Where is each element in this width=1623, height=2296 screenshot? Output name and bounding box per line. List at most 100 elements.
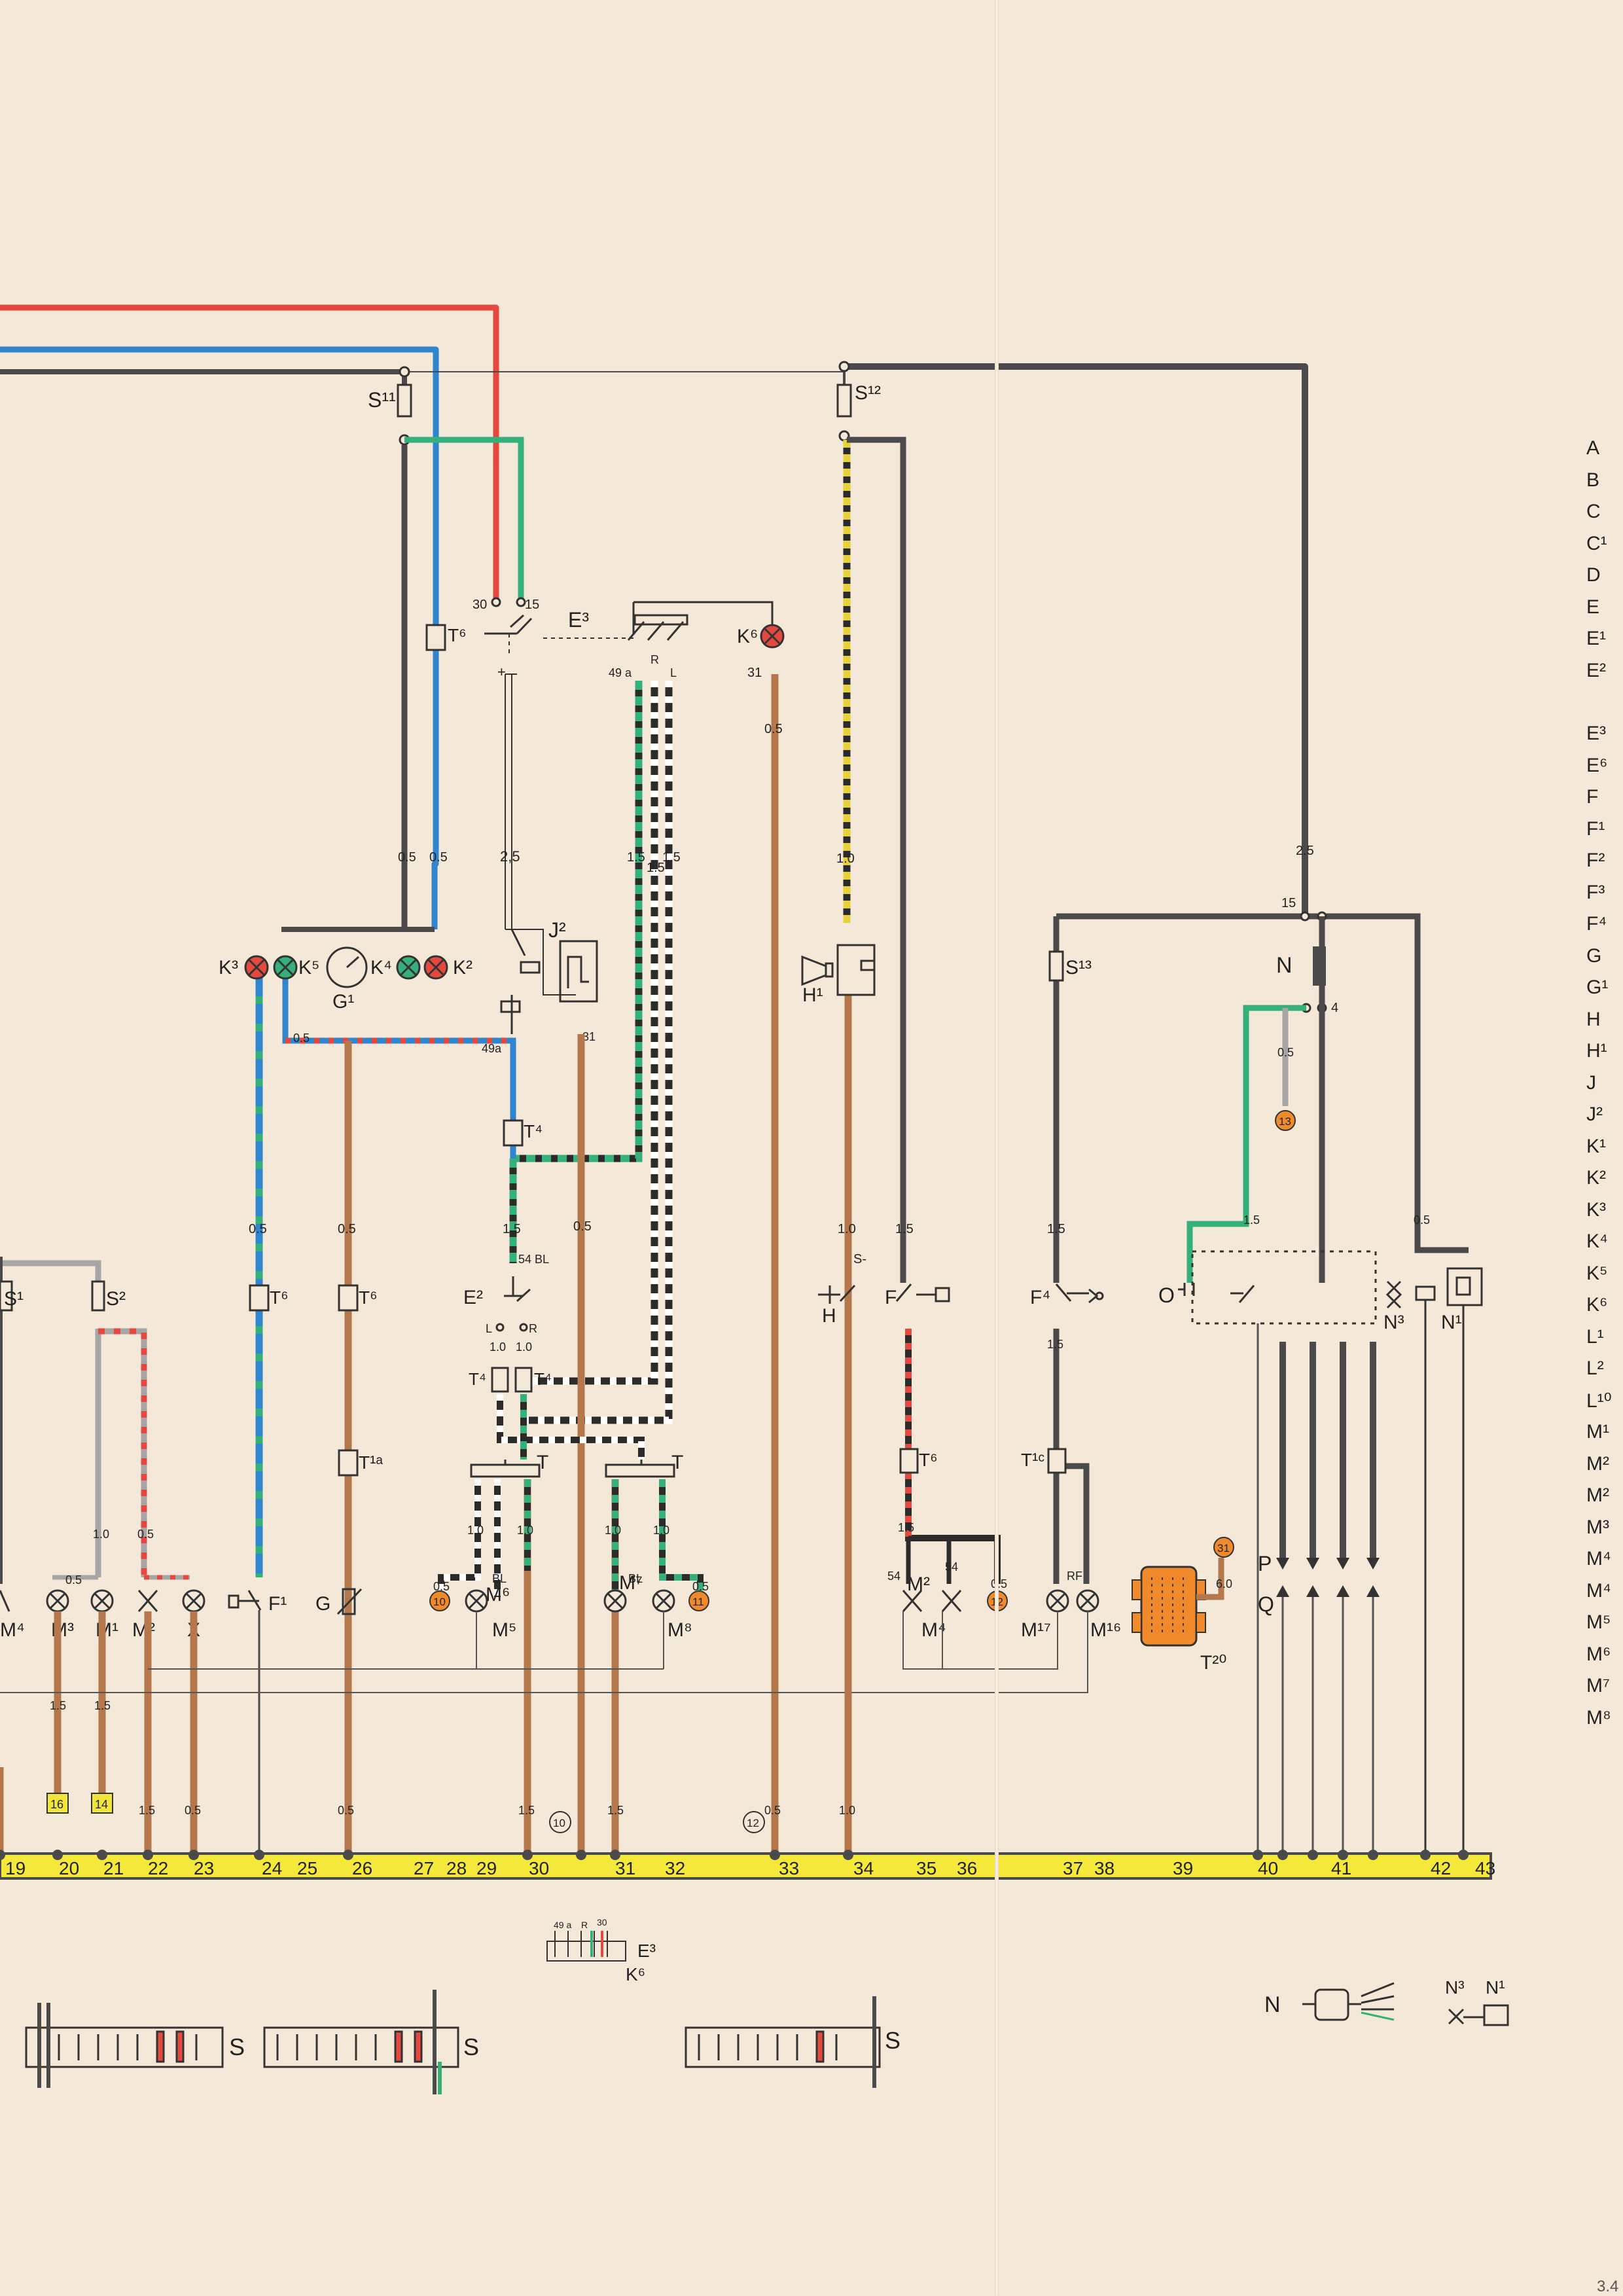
legend-item: M⁴ — [1586, 1548, 1611, 1570]
distributor-t-left — [470, 1460, 541, 1478]
connector-t6-mid: T⁶ T⁶ T¹ᵃ — [249, 1284, 383, 1477]
bulb-m8 — [652, 1589, 675, 1613]
warning-lamp-k6: K⁶ 31 — [737, 624, 785, 680]
spark-gaps — [1276, 1558, 1380, 1597]
svg-text:11: 11 — [692, 1596, 704, 1608]
svg-text:4: 4 — [1331, 1001, 1338, 1015]
svg-text:F¹: F¹ — [268, 1593, 287, 1615]
svg-text:0.5: 0.5 — [764, 1804, 781, 1817]
svg-text:N³: N³ — [1383, 1312, 1404, 1333]
svg-text:1.0: 1.0 — [467, 1524, 484, 1537]
bus-number-42: 42 — [1431, 1858, 1451, 1878]
legend-item: L¹ — [1586, 1325, 1604, 1348]
fuse-s2: S² — [91, 1280, 126, 1312]
svg-text:S: S — [229, 2034, 245, 2060]
n3-n1-detail — [1448, 2004, 1509, 2026]
bus-number-37: 37 — [1063, 1858, 1083, 1878]
legend-item: G¹ — [1586, 977, 1609, 998]
svg-text:L: L — [670, 666, 677, 679]
bus-number-29: 29 — [476, 1858, 497, 1878]
svg-text:F⁴: F⁴ — [1030, 1287, 1050, 1308]
legend-item: E³ — [1586, 723, 1606, 744]
svg-text:13: 13 — [1279, 1115, 1291, 1128]
svg-text:N³: N³ — [1445, 1977, 1465, 1998]
svg-text:1.5: 1.5 — [898, 1521, 914, 1534]
svg-text:54: 54 — [945, 1560, 958, 1573]
svg-text:10: 10 — [433, 1596, 446, 1608]
svg-text:16: 16 — [50, 1798, 63, 1811]
legend-item: K³ — [1586, 1198, 1606, 1221]
s11-output-wires — [401, 437, 524, 932]
svg-text:M⁵: M⁵ — [492, 1619, 516, 1641]
svg-text:1.0: 1.0 — [605, 1524, 621, 1537]
page-reference: 3.4 — [1597, 2278, 1619, 2295]
coil-n-detail — [1302, 1982, 1395, 2021]
svg-text:K²: K² — [453, 957, 473, 978]
ground-markers: 10 11 12 13 31 — [429, 1110, 1296, 1611]
legend-item: L¹⁰ — [1586, 1390, 1612, 1412]
bus-dot — [1458, 1850, 1469, 1860]
svg-text:N¹: N¹ — [1441, 1312, 1462, 1333]
svg-text:F: F — [885, 1287, 897, 1308]
bulb-m7 — [603, 1589, 627, 1613]
svg-text:T¹ᶜ: T¹ᶜ — [1021, 1450, 1044, 1470]
svg-text:M²: M² — [132, 1619, 155, 1641]
bus-number-22: 22 — [148, 1858, 168, 1878]
connector-t6-brake: T⁶ — [899, 1448, 938, 1474]
svg-text:T⁴: T⁴ — [534, 1369, 552, 1389]
fuse-s1: S¹ — [0, 1280, 24, 1312]
svg-text:1.5: 1.5 — [94, 1699, 111, 1712]
svg-text:T²⁰: T²⁰ — [1200, 1652, 1226, 1674]
svg-text:10: 10 — [553, 1817, 565, 1829]
svg-text:M⁸: M⁸ — [668, 1619, 692, 1641]
legend-item: C — [1586, 501, 1601, 522]
bus-dot — [1420, 1850, 1431, 1860]
svg-text:T¹ᵃ: T¹ᵃ — [359, 1452, 383, 1473]
svg-text:1.5: 1.5 — [50, 1699, 66, 1712]
fuse-s12-label: S¹² — [855, 382, 881, 404]
svg-text:M¹⁷: M¹⁷ — [1021, 1619, 1051, 1641]
horn-h1 — [801, 944, 876, 996]
svg-text:0.5: 0.5 — [338, 1222, 356, 1236]
svg-text:S¹³: S¹³ — [1065, 957, 1092, 978]
bus-number-33: 33 — [779, 1858, 799, 1878]
bus-number-43: 43 — [1475, 1858, 1495, 1878]
switch-f1 — [228, 1590, 262, 1611]
legend-item: F⁴ — [1586, 913, 1607, 935]
legend-item: M² — [1586, 1484, 1609, 1506]
svg-text:T⁴: T⁴ — [524, 1121, 543, 1141]
svg-text:6.0: 6.0 — [1216, 1577, 1232, 1590]
s13-wires — [1053, 913, 1469, 1584]
svg-text:1.0: 1.0 — [838, 1222, 856, 1236]
bus-number-39: 39 — [1173, 1858, 1193, 1878]
bulb-m3 — [46, 1589, 69, 1613]
bus-dot — [52, 1850, 63, 1860]
legend-item: L² — [1586, 1357, 1604, 1379]
bus-dot — [843, 1850, 853, 1860]
bulb-m6 — [465, 1589, 488, 1613]
svg-text:31: 31 — [582, 1030, 596, 1043]
bus-dot — [1338, 1850, 1348, 1860]
legend-item: K⁵ — [1586, 1262, 1608, 1284]
spark-plug-wires — [1257, 1323, 1376, 1865]
bus-number-25: 25 — [297, 1858, 317, 1878]
svg-text:12: 12 — [747, 1817, 759, 1829]
svg-text:1.0: 1.0 — [516, 1340, 532, 1354]
svg-text:H¹: H¹ — [802, 984, 823, 1006]
bulb-m16 — [1076, 1589, 1099, 1613]
bus-dot — [522, 1850, 533, 1860]
svg-text:49 a: 49 a — [554, 1920, 571, 1930]
bulb-x — [182, 1589, 205, 1613]
ignition-switch-e3 — [484, 597, 635, 655]
bulb-wires-left — [438, 1479, 531, 1865]
connector-t6-top: T⁶ — [425, 624, 467, 651]
lamp-k2: K² — [423, 955, 473, 980]
legend-item: K¹ — [1586, 1135, 1606, 1157]
svg-text:1.0: 1.0 — [653, 1524, 669, 1537]
svg-text:R: R — [529, 1322, 537, 1335]
bus-number-35: 35 — [916, 1858, 936, 1878]
svg-text:RF: RF — [1067, 1570, 1082, 1583]
